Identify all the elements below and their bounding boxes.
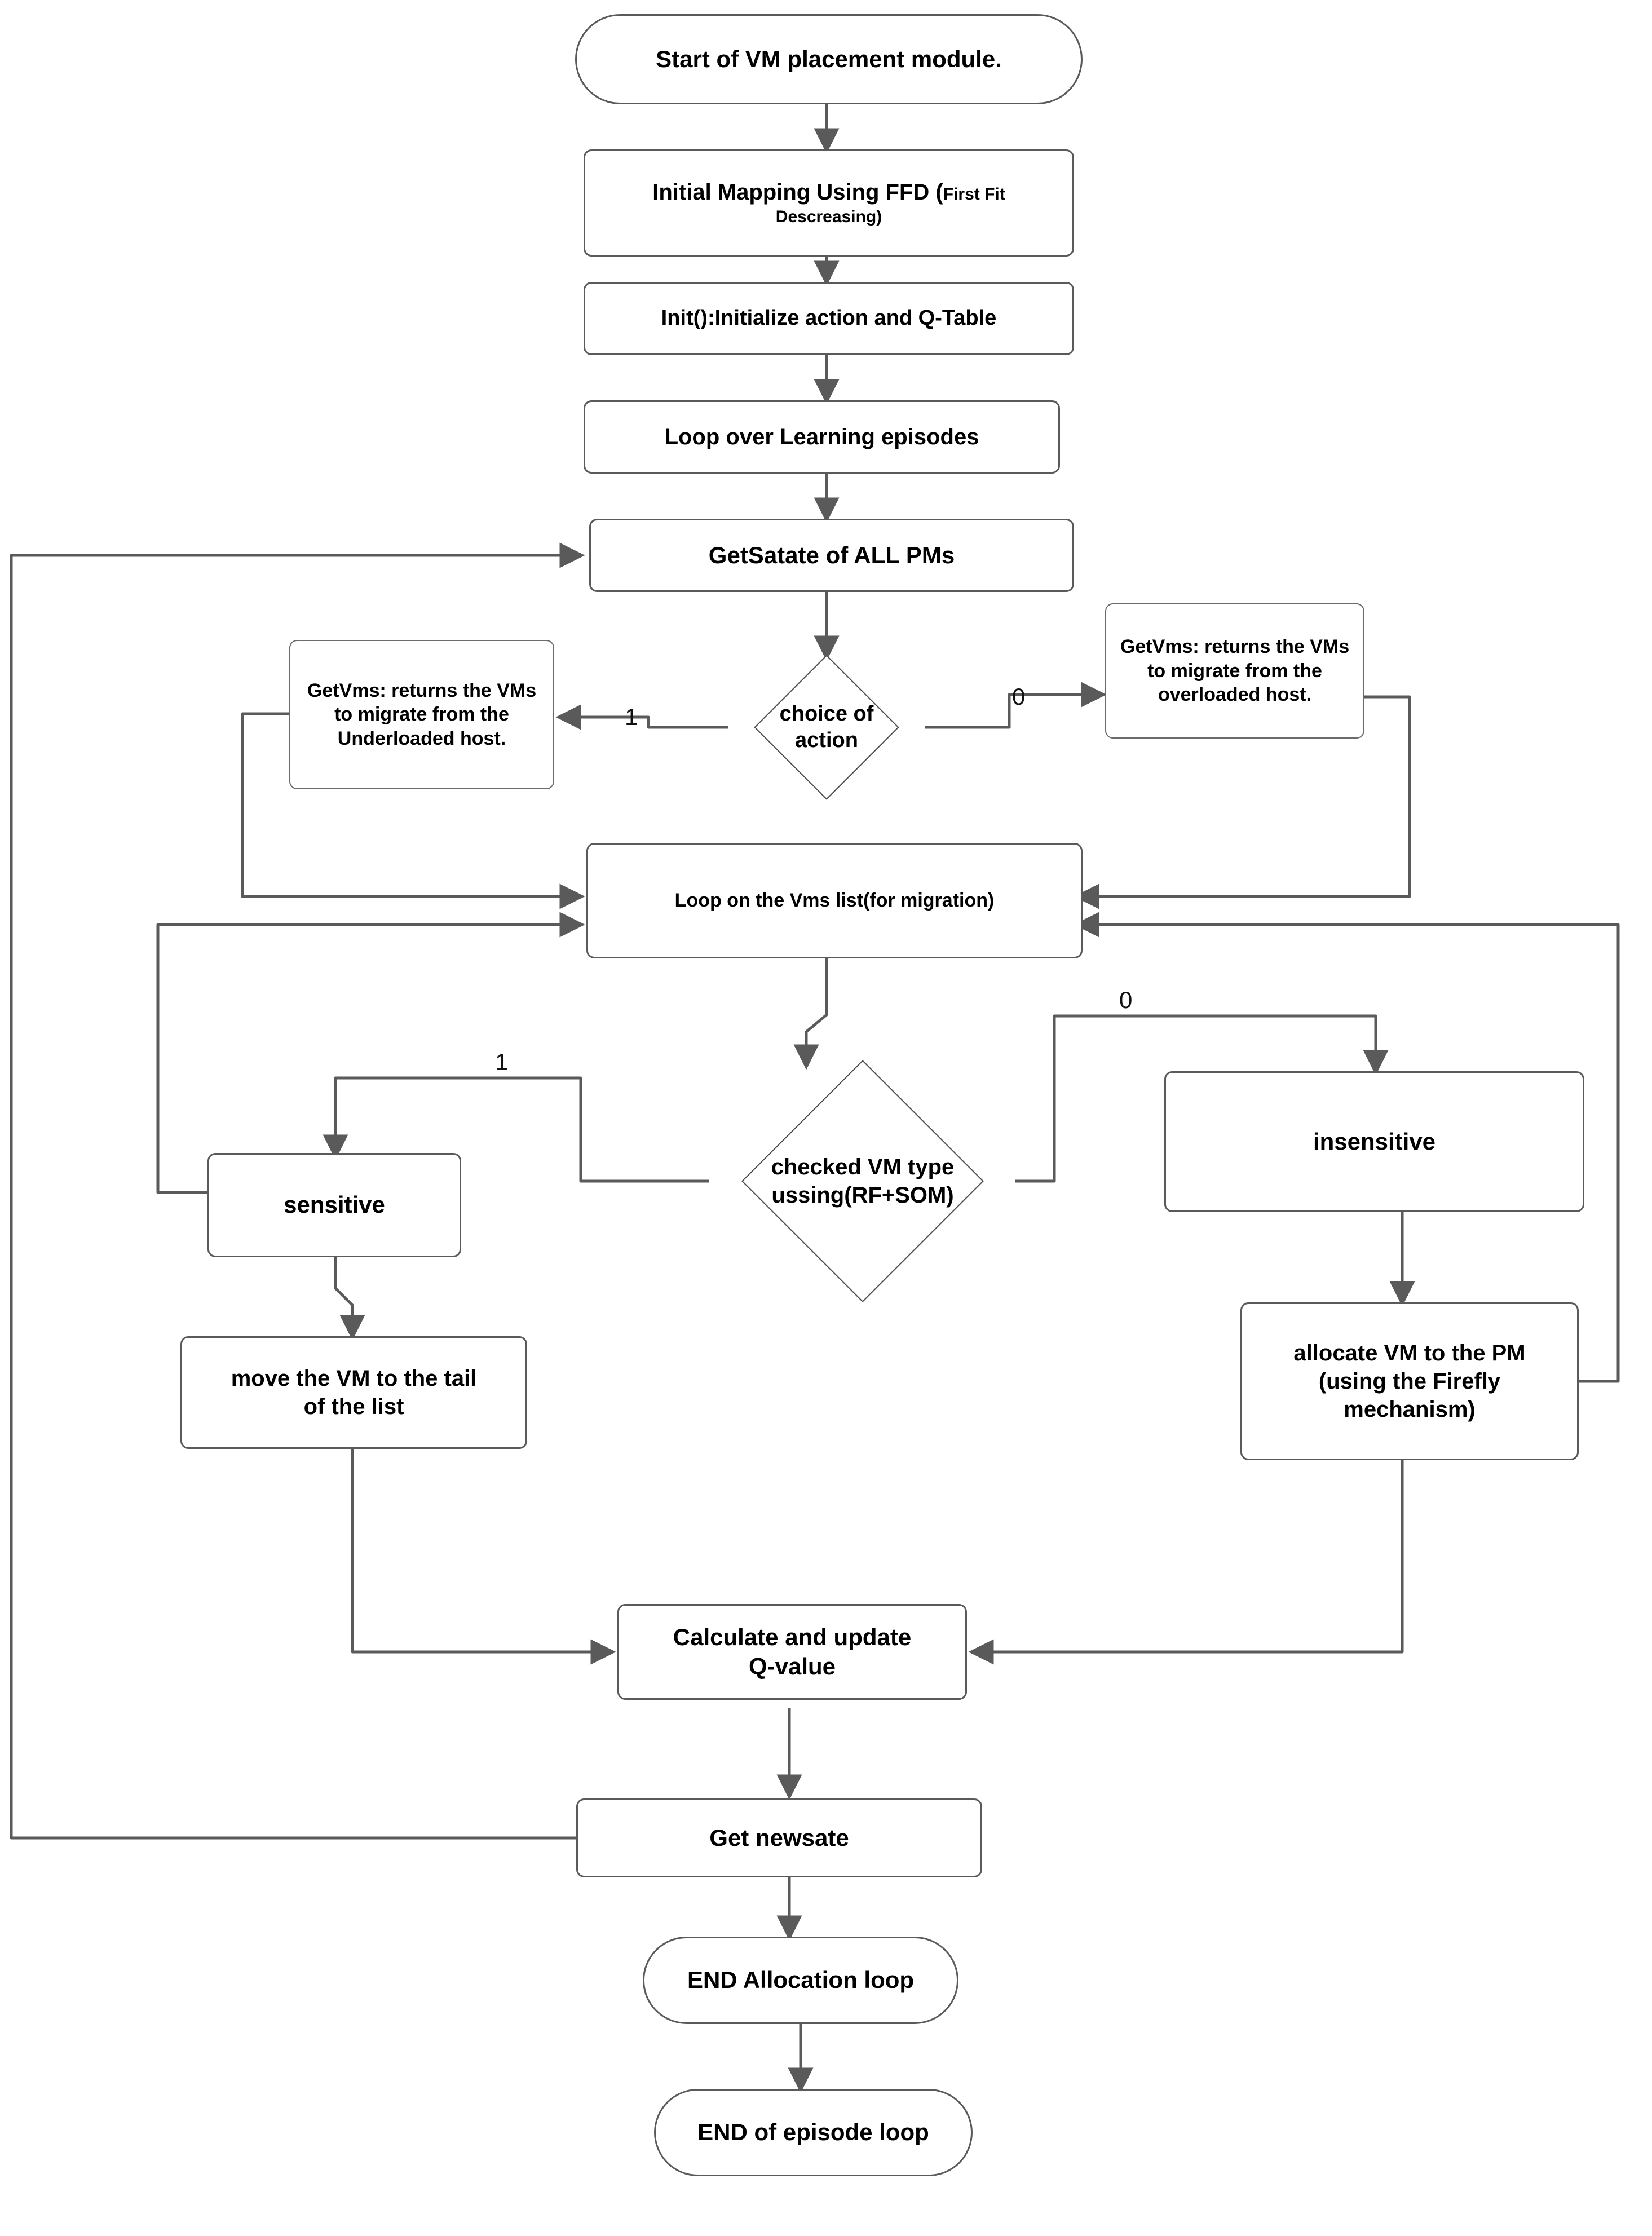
node-end-allocation-loop[interactable]: END Allocation loop: [643, 1937, 958, 2024]
node-getstate-all-pms[interactable]: GetSatate of ALL PMs: [589, 519, 1074, 592]
node-initial-mapping-ffd[interactable]: Initial Mapping Using FFD (First Fit Des…: [584, 149, 1074, 257]
node-loop-vms-label: Loop on the Vms list(for migration): [674, 890, 995, 912]
node-getvms-underloaded[interactable]: GetVms: returns the VMs to migrate from …: [289, 640, 554, 789]
edge-label-type-one: 1: [495, 1049, 509, 1075]
node-insensitive[interactable]: insensitive: [1164, 1071, 1584, 1212]
node-getvms-overloaded[interactable]: GetVms: returns the VMs to migrate from …: [1105, 603, 1364, 739]
edge-sensitive-to-loopvms: [156, 912, 585, 1194]
node-allocate-label-line3: mechanism): [1344, 1397, 1476, 1422]
node-get-newsate[interactable]: Get newsate: [576, 1798, 982, 1877]
node-start-label: Start of VM placement module.: [656, 45, 1002, 72]
node-calculate-update-qvalue[interactable]: Calculate and update Q-value: [617, 1604, 967, 1700]
edge-allocate-to-qvalue: [968, 1460, 1404, 1665]
node-start[interactable]: Start of VM placement module.: [575, 14, 1083, 104]
node-checked-vm-type[interactable]: checked VM type ussing(RF+SOM): [702, 1060, 1023, 1302]
node-newsate-label: Get newsate: [709, 1824, 849, 1851]
node-loop-vms-list[interactable]: Loop on the Vms list(for migration): [586, 843, 1083, 958]
node-ffd-label-main: Initial Mapping Using FFD (First Fit: [652, 180, 1005, 205]
edge-label-choice-zero: 0: [1012, 683, 1026, 710]
node-move-vm-to-tail[interactable]: move the VM to the tail of the list: [180, 1336, 527, 1449]
node-end-episode-label: END of episode loop: [697, 2119, 929, 2146]
edge-movetail-to-qvalue: [351, 1449, 616, 1665]
node-end-episode-loop[interactable]: END of episode loop: [654, 2089, 973, 2176]
edge-choice-to-getvms-under: [555, 704, 728, 730]
node-move-tail-label-line2: of the list: [303, 1394, 404, 1419]
node-qvalue-label-line2: Q-value: [748, 1653, 836, 1680]
diamond-shape-checktype: [741, 1060, 984, 1302]
node-getstate-label: GetSatate of ALL PMs: [708, 541, 955, 568]
node-init-label: Init():Initialize action and Q-Table: [661, 306, 997, 330]
node-end-alloc-label: END Allocation loop: [687, 1967, 915, 1994]
node-qvalue-label-line1: Calculate and update: [673, 1623, 912, 1650]
edge-loopvms-to-checktype: [793, 958, 828, 1070]
edge-label-choice-one: 1: [625, 704, 638, 730]
node-allocate-label-line2: (using the Firefly: [1318, 1369, 1501, 1394]
node-loop-episodes-label: Loop over Learning episodes: [664, 425, 979, 449]
edge-label-type-zero: 0: [1119, 987, 1133, 1013]
node-choice-of-action[interactable]: choice of action: [722, 655, 931, 800]
node-move-tail-label-line1: move the VM to the tail: [231, 1366, 477, 1391]
diamond-shape-choice: [754, 655, 899, 800]
node-loop-episodes[interactable]: Loop over Learning episodes: [584, 400, 1060, 474]
node-init-qtable[interactable]: Init():Initialize action and Q-Table: [584, 282, 1074, 355]
edge-sensitive-to-movetail: [334, 1254, 365, 1341]
node-getvms-overloaded-label: GetVms: returns the VMs to migrate from …: [1120, 636, 1350, 706]
node-allocate-label-line1: allocate VM to the PM: [1293, 1341, 1526, 1366]
node-getvms-underloaded-label: GetVms: returns the VMs to migrate from …: [307, 679, 537, 749]
node-allocate-vm-firefly[interactable]: allocate VM to the PM (using the Firefly…: [1240, 1302, 1579, 1460]
node-ffd-label-sub2: Descreasing): [775, 207, 882, 227]
node-sensitive[interactable]: sensitive: [207, 1153, 461, 1257]
node-sensitive-label: sensitive: [284, 1191, 385, 1218]
node-insensitive-label: insensitive: [1313, 1128, 1436, 1155]
